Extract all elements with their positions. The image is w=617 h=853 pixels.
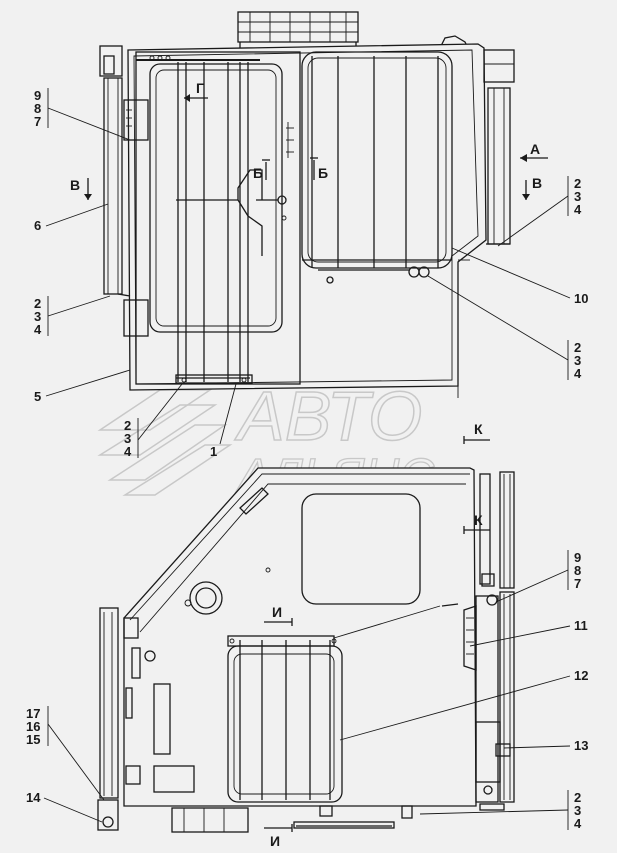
view-marker-g: Г: [196, 80, 204, 96]
callout-234-left-2: 2: [34, 296, 41, 311]
callout-987-top-9: 9: [34, 88, 41, 103]
callout-234-bottom-4: 4: [574, 816, 582, 831]
view-marker-v-left: В: [70, 177, 80, 193]
callout-5: 5: [34, 389, 41, 404]
callout-234-bl-3: 3: [124, 431, 131, 446]
view-marker-a: А: [530, 141, 540, 157]
rear-window: [301, 493, 421, 605]
cab-body-outline: [127, 43, 487, 391]
callout-234-left-4: 4: [34, 322, 42, 337]
cab-bottom-view: [97, 467, 515, 833]
view-marker-k-top: К: [474, 421, 483, 437]
roof-rack: [237, 11, 359, 48]
bottom-door: [227, 635, 343, 803]
callout-234-bl-4: 4: [124, 444, 132, 459]
left-door: [135, 51, 301, 385]
callout-171615-16: 16: [26, 719, 40, 734]
view-markers: Г Б Б В В А К К И И: [70, 80, 548, 849]
callout-987-low-7: 7: [574, 576, 581, 591]
right-window: [301, 51, 453, 284]
cab-top-view: [99, 11, 515, 398]
view-marker-v-right: В: [532, 175, 542, 191]
callout-234-rm-3: 3: [574, 353, 581, 368]
left-handrail: [103, 77, 149, 337]
left-step: [99, 607, 156, 799]
view-marker-k-low: К: [474, 512, 483, 528]
callout-12: 12: [574, 668, 588, 683]
callout-234-rt-3: 3: [574, 189, 581, 204]
callout-234-rt-4: 4: [574, 202, 582, 217]
callout-234-bottom-2: 2: [574, 790, 581, 805]
callout-11: 11: [574, 618, 588, 633]
callout-234-rm-4: 4: [574, 366, 582, 381]
right-rails: [441, 471, 515, 803]
callout-234-rt-2: 2: [574, 176, 581, 191]
view-marker-i-bottom: И: [270, 833, 280, 849]
watermark-line1: АВТО: [234, 377, 422, 455]
callout-987-low-9: 9: [574, 550, 581, 565]
view-marker-b-left: Б: [253, 165, 263, 181]
callout-13: 13: [574, 738, 588, 753]
callout-234-bottom-3: 3: [574, 803, 581, 818]
bottom-step: [97, 799, 505, 833]
callout-1: 1: [210, 444, 217, 459]
callout-234-rm-2: 2: [574, 340, 581, 355]
callout-987-low-8: 8: [574, 563, 581, 578]
callout-987-top-7: 7: [34, 114, 41, 129]
bottom-body-outline: [123, 467, 477, 807]
callout-6: 6: [34, 218, 41, 233]
callout-987-top-8: 8: [34, 101, 41, 116]
callouts: 9 8 7 6 2 3 4 5 2 3 4 1 2 3 4 10: [26, 88, 588, 831]
right-handrail: [486, 87, 511, 245]
callout-10: 10: [574, 291, 588, 306]
callout-171615-17: 17: [26, 706, 40, 721]
callout-234-left-3: 3: [34, 309, 41, 324]
view-marker-i-top: И: [272, 604, 282, 620]
callout-14: 14: [26, 790, 41, 805]
view-marker-b-right: Б: [318, 165, 328, 181]
callout-171615-15: 15: [26, 732, 40, 747]
callout-234-bl-2: 2: [124, 418, 131, 433]
